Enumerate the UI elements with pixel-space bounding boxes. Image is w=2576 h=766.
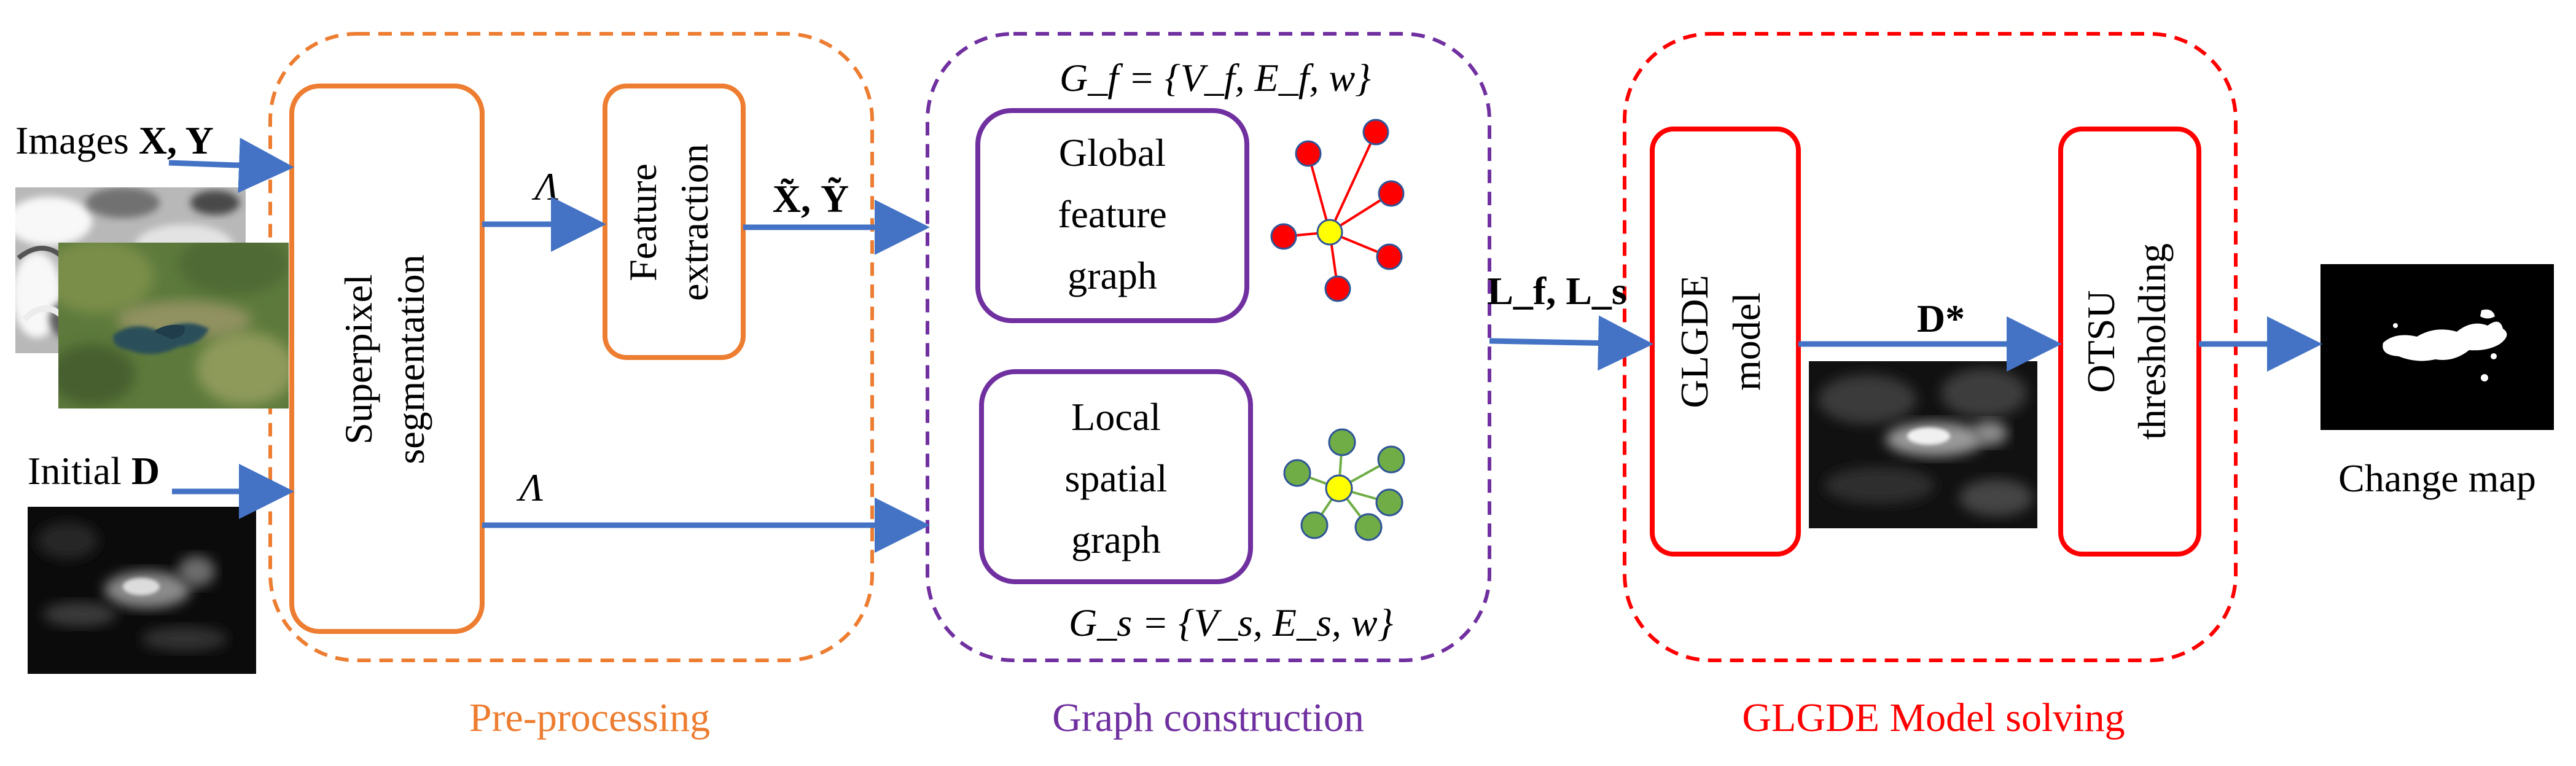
graph-construction-container	[926, 32, 1491, 662]
change-map-label: Change map	[2338, 456, 2536, 500]
gs-formula: G_s = {V_s, E_s, w}	[1069, 601, 1394, 644]
d-star-label: D*	[1917, 297, 1965, 340]
refined-difference-image	[1809, 361, 2037, 528]
initial-label: Initial D	[28, 449, 160, 493]
flow-arrows	[168, 138, 2322, 553]
change-map-image	[2320, 264, 2554, 430]
otsu-line2: thresholding	[2130, 243, 2174, 440]
arrow-images-to-superpixel	[168, 138, 294, 193]
otsu-line1: OTSU	[2079, 290, 2123, 393]
model-solving-caption: GLGDE Model solving	[1742, 695, 2125, 740]
lambda-top: Λ	[532, 165, 559, 208]
images-vars: X, Y	[139, 119, 214, 162]
model-solving-container	[1623, 32, 2238, 662]
global-graph-line2: feature	[1058, 192, 1167, 236]
local-graph-line2: spatial	[1064, 456, 1167, 500]
global-feature-graph-icon	[1270, 119, 1405, 302]
laplacians-label: L_f, L_s	[1487, 269, 1627, 313]
local-graph-line3: graph	[1071, 518, 1161, 561]
graph-construction-caption: Graph construction	[1052, 695, 1364, 740]
local-spatial-graph-icon	[1283, 428, 1405, 541]
preprocessing-caption: Pre-processing	[469, 695, 710, 740]
lambda-bottom: Λ	[517, 466, 544, 509]
global-feature-graph-box	[975, 108, 1249, 323]
feature-label-line2: extraction	[673, 144, 716, 301]
initial-difference-image	[28, 507, 256, 674]
initial-var: D	[131, 449, 160, 493]
global-graph-line3: graph	[1067, 254, 1157, 297]
arrow-graph-to-model	[1489, 315, 1653, 371]
global-graph-line1: Global	[1059, 131, 1166, 174]
gf-formula: G_f = {V_f, E_f, w}	[1060, 56, 1371, 100]
feature-output-vars: X̃, Ỹ	[773, 177, 849, 221]
superpixel-label-line1: Superpixel	[337, 274, 380, 444]
feature-label-line1: Feature	[621, 163, 665, 281]
input-image-satellite	[58, 243, 289, 408]
local-spatial-graph-box	[979, 369, 1253, 584]
superpixel-label-line2: segmentation	[389, 254, 432, 464]
images-label: Images X, Y	[15, 119, 214, 162]
glgde-model-line1: GLGDE	[1672, 275, 1716, 408]
local-graph-line1: Local	[1071, 395, 1161, 439]
glgde-model-line2: model	[1725, 292, 1768, 391]
superpixel-segmentation-box	[289, 84, 485, 634]
